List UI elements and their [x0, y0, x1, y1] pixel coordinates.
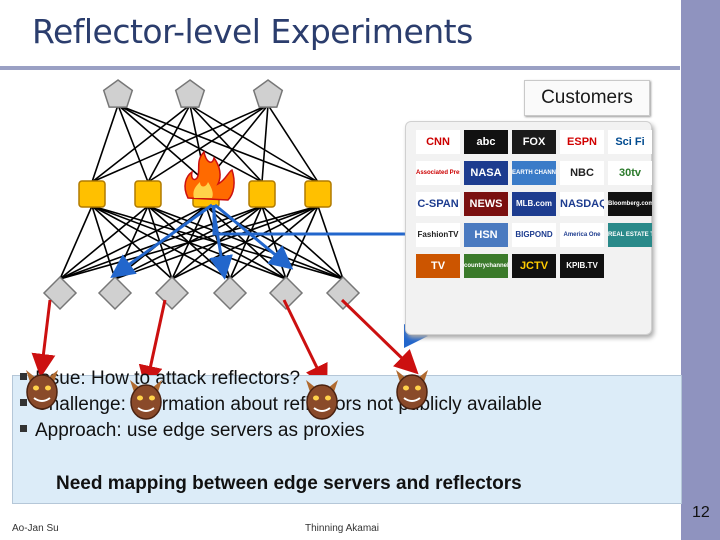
reflector-layer — [42, 275, 361, 311]
bullet-icon — [20, 399, 27, 407]
bottom-mesh-links — [59, 205, 344, 280]
fire-icon — [184, 150, 235, 201]
pentagon-icon — [174, 79, 206, 108]
customer-logo: MLB.com — [512, 192, 556, 216]
footer-title: Thinning Akamai — [305, 523, 379, 534]
customer-logo: 30tv — [608, 161, 652, 185]
reflector-icon — [97, 275, 133, 311]
edge-server-icon — [304, 180, 332, 208]
page-number: 12 — [692, 504, 710, 521]
customer-logo: countrychannel.tv — [464, 254, 508, 278]
customer-logo: Bloomberg.com — [608, 192, 652, 216]
top-node-layer — [102, 79, 284, 108]
mapping-note: Need mapping between edge servers and re… — [56, 473, 522, 494]
bullet-issue: Issue: How to attack reflectors? — [20, 366, 542, 392]
title-divider — [0, 66, 680, 70]
customer-logo: NASA — [464, 161, 508, 185]
customer-logo: REAL ESTATE TV — [608, 223, 652, 247]
customer-logo: NEWS — [464, 192, 508, 216]
pentagon-icon — [102, 79, 134, 108]
customer-logo: TV — [416, 254, 460, 278]
edge-server-icon — [134, 180, 162, 208]
bullet-text: Issue: How to attack reflectors? — [35, 368, 301, 389]
customer-logo: Associated Press — [416, 161, 460, 185]
customer-logo: HSN — [464, 223, 508, 247]
bullet-icon — [20, 425, 27, 433]
customer-logo: C-SPAN — [416, 192, 460, 216]
edge-server-icon — [248, 180, 276, 208]
bullet-challenge: Challenge: information about reflectors … — [20, 392, 542, 418]
customer-logo: NBC — [560, 161, 604, 185]
customer-logo: America One — [560, 223, 604, 247]
reflector-icon — [268, 275, 304, 311]
devil-icon — [306, 380, 338, 420]
customer-logo: JCTV — [512, 254, 556, 278]
footer-author: Ao-Jan Su — [12, 523, 59, 534]
customer-logo: KPIB.TV — [560, 254, 604, 278]
bullet-text: Challenge: information about reflectors … — [35, 394, 542, 415]
customer-logo: ESPN — [560, 130, 604, 154]
bullet-icon — [20, 373, 27, 381]
reflector-icon — [42, 275, 78, 311]
customer-logo: EARTH CHANNEL — [512, 161, 556, 185]
red-attack-arrows — [31, 298, 419, 390]
accent-side-bar — [681, 0, 720, 540]
customer-logo: BIGPOND — [512, 223, 556, 247]
pentagon-icon — [252, 79, 284, 108]
customer-logo: NASDAQ — [560, 192, 604, 216]
devil-icon — [130, 380, 162, 420]
customer-logo: CNN — [416, 130, 460, 154]
issue-box — [12, 375, 682, 504]
reflector-icon — [212, 275, 248, 311]
customer-logo: FOX — [512, 130, 556, 154]
reflector-icon — [154, 275, 190, 311]
bullet-approach: Approach: use edge servers as proxies — [20, 418, 542, 444]
reflector-icon — [325, 275, 361, 311]
bullet-text: Approach: use edge servers as proxies — [35, 420, 365, 441]
devil-icon — [26, 370, 58, 410]
devil-icon — [396, 370, 428, 410]
top-mesh-links — [91, 104, 319, 183]
customer-logo: FashionTV — [416, 223, 460, 247]
slide-title: Reflector-level Experiments — [32, 12, 473, 51]
customer-logo: Sci Fi — [608, 130, 652, 154]
customers-label: Customers — [524, 80, 650, 116]
bullet-list: Issue: How to attack reflectors? Challen… — [20, 366, 542, 444]
customer-logo: abc — [464, 130, 508, 154]
edge-server-layer — [78, 180, 332, 208]
edge-server-icon — [78, 180, 106, 208]
